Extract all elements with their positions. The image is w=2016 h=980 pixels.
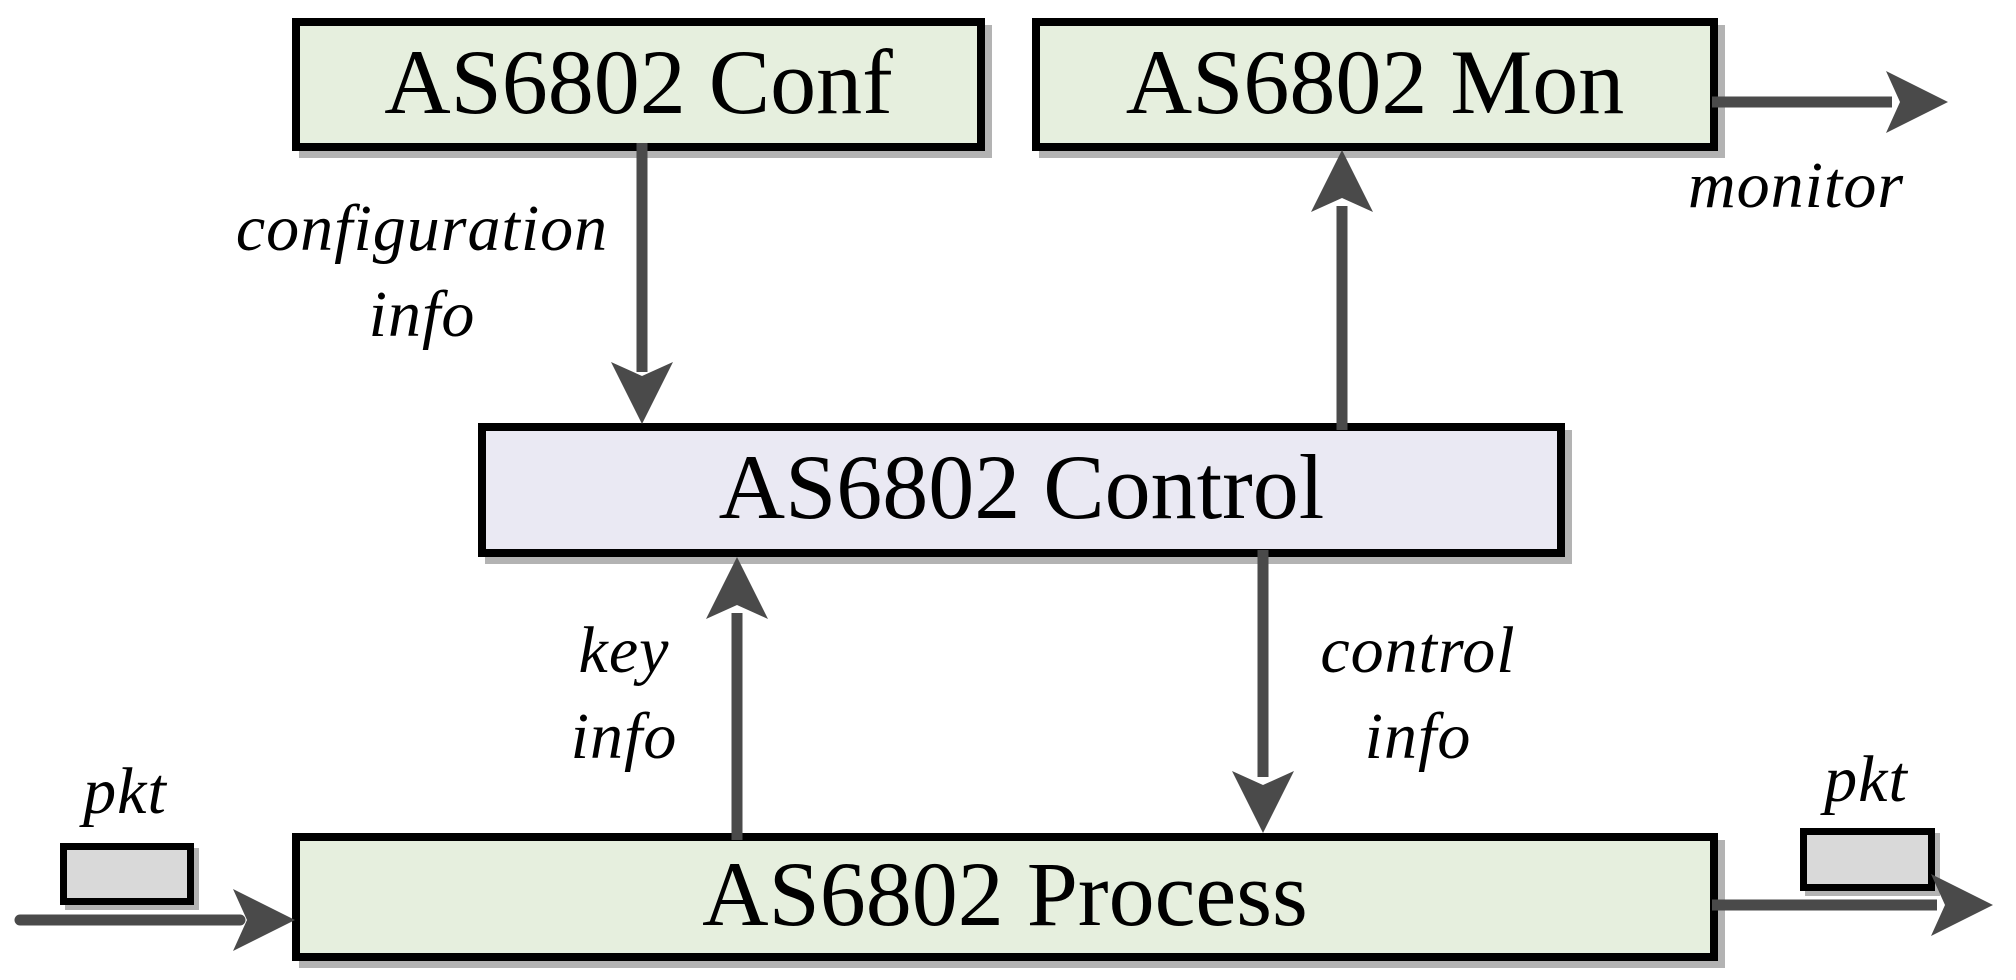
edge-label-line: info xyxy=(368,278,476,351)
node-conf-label: AS6802 Conf xyxy=(384,30,893,133)
edge-pkt-in-arrow xyxy=(14,889,295,951)
edge-pkt-out-arrow xyxy=(1712,874,1993,936)
edge-label-pkt-in: pkt xyxy=(83,755,167,828)
edge-label-line: key xyxy=(578,614,670,687)
edge-label-key-info: key info xyxy=(474,608,774,780)
node-process-label: AS6802 Process xyxy=(702,843,1308,945)
arrowhead-up-icon xyxy=(1311,150,1373,212)
arrowhead-right-icon xyxy=(1931,874,1993,936)
edge-label-line: info xyxy=(570,700,678,773)
node-as6802-conf: AS6802 Conf xyxy=(292,18,985,151)
node-as6802-control: AS6802 Control xyxy=(478,423,1565,557)
edge-key-info-arrow xyxy=(706,557,768,840)
node-control-label: AS6802 Control xyxy=(718,436,1325,538)
node-pkt-in-box xyxy=(60,843,194,905)
arrowhead-right-icon xyxy=(1886,71,1948,133)
edge-control-to-mon-arrow xyxy=(1311,150,1373,430)
node-as6802-process: AS6802 Process xyxy=(292,833,1718,961)
edge-monitor-arrow xyxy=(1712,71,1948,133)
edge-label-configuration-info: configuration info xyxy=(147,186,697,358)
node-as6802-mon: AS6802 Mon xyxy=(1032,18,1718,151)
arrowhead-down-icon xyxy=(611,362,673,424)
node-mon-label: AS6802 Mon xyxy=(1125,30,1625,133)
arrowhead-right-icon xyxy=(233,889,295,951)
edge-label-line: configuration xyxy=(235,192,609,265)
edge-label-monitor: monitor xyxy=(1687,149,1905,222)
node-pkt-out-box xyxy=(1800,828,1935,891)
edge-label-line: info xyxy=(1364,700,1472,773)
edge-label-pkt-out: pkt xyxy=(1824,743,1908,816)
arrowhead-down-icon xyxy=(1232,771,1294,833)
edge-configuration-arrow xyxy=(611,143,673,424)
arrowhead-up-icon xyxy=(706,557,768,619)
edge-label-line: control xyxy=(1320,614,1516,687)
edge-label-control-info: control info xyxy=(1268,608,1568,780)
edge-control-info-arrow xyxy=(1232,550,1294,833)
